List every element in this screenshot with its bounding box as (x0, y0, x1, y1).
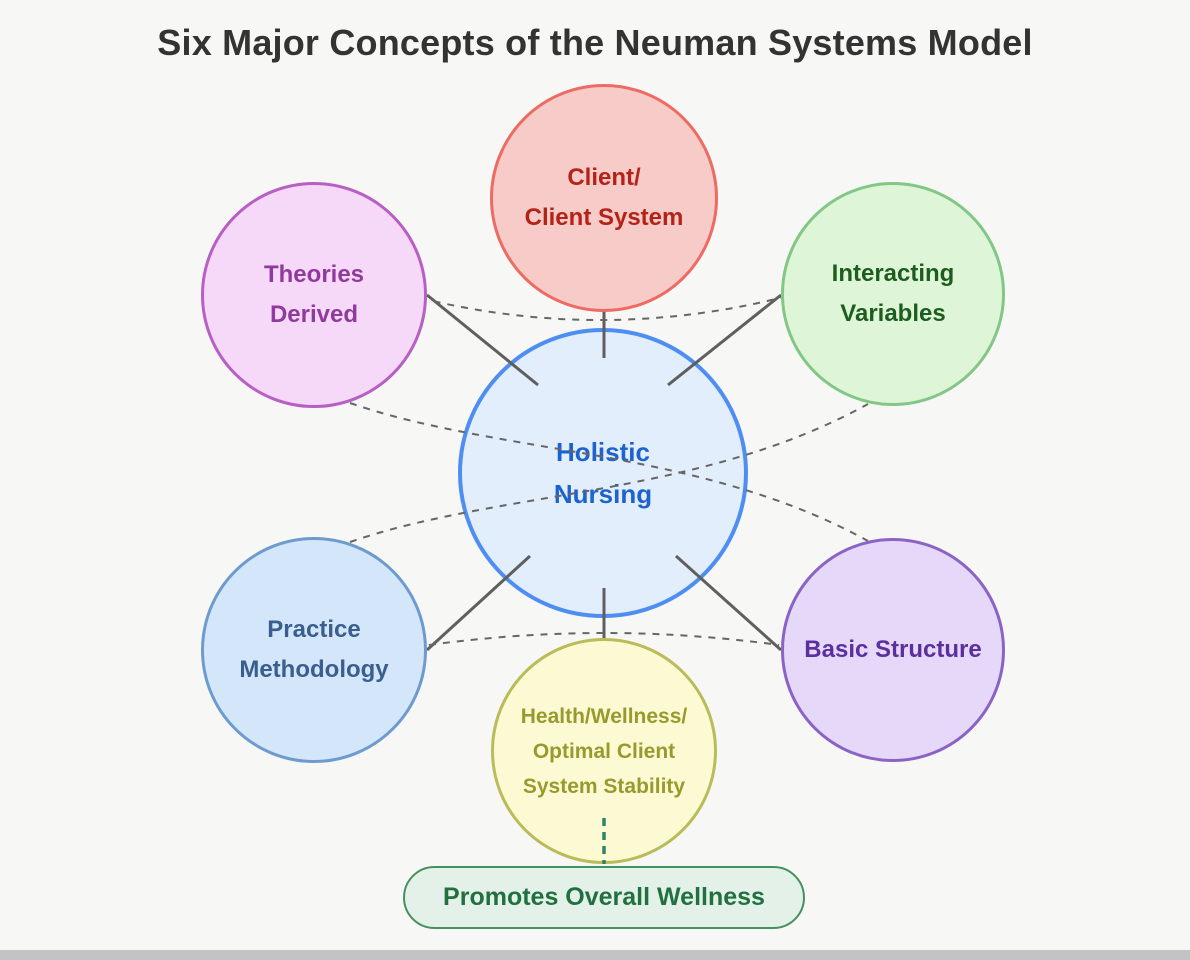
banner-label: Promotes Overall Wellness (443, 883, 765, 911)
horizontal-scrollbar[interactable] (0, 950, 1190, 960)
node-label-line: Optimal Client (532, 739, 676, 763)
node-label-line: Nursing (553, 479, 653, 509)
diagram-title: Six Major Concepts of the Neuman Systems… (157, 22, 1033, 63)
node-label-line: Theories (263, 261, 365, 288)
node-client-client-system: Client/ Client System (490, 84, 718, 312)
node-label-line: Methodology (239, 656, 389, 683)
banner-promotes-overall-wellness: Promotes Overall Wellness (403, 866, 805, 929)
node-label-line: System Stability (522, 774, 686, 798)
node-label-line: Client/ (567, 164, 641, 191)
node-label-line: Derived (269, 301, 359, 328)
node-theories-derived: Theories Derived (201, 182, 427, 408)
node-label-line: Variables (840, 300, 946, 327)
node-label-line: Health/Wellness/ (520, 704, 688, 728)
node-practice-methodology: Practice Methodology (201, 537, 427, 763)
node-holistic-nursing: Holistic Nursing (458, 328, 748, 618)
node-label-line: Holistic (556, 437, 650, 467)
node-interacting-variables: Interacting Variables (781, 182, 1005, 406)
node-basic-structure: Basic Structure (781, 538, 1005, 762)
node-label-line: Client System (524, 204, 684, 231)
node-label-line: Practice (267, 616, 361, 643)
node-health-wellness-stability: Health/Wellness/ Optimal Client System S… (491, 638, 717, 864)
node-label-line: Interacting (831, 260, 955, 287)
node-label-line: Basic Structure (804, 636, 982, 663)
